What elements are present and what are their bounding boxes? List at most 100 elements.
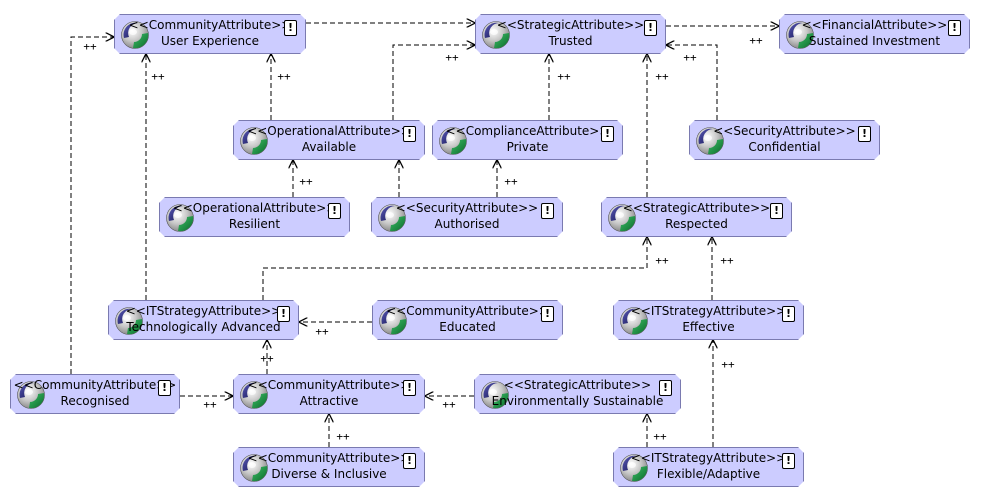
element-icon (239, 380, 269, 410)
node-stereotype: <<CommunityAttribute>> (247, 378, 411, 392)
edge-label: ++ (655, 254, 669, 267)
requirement-icon: ! (770, 203, 783, 219)
node-name: Environmentally Sustainable (491, 394, 664, 408)
requirement-icon: ! (782, 306, 795, 322)
node-name: Flexible/Adaptive (656, 467, 761, 481)
node-private[interactable]: <<ComplianceAttribute>> Private! (432, 120, 623, 160)
edge-label: ++ (653, 430, 667, 443)
node-stereotype: <<ITStrategyAttribute>> (125, 304, 282, 318)
element-icon (114, 306, 144, 336)
element-icon (378, 306, 408, 336)
node-sustained-investment[interactable]: <<FinancialAttribute>> Sustained Investme… (779, 14, 970, 54)
requirement-icon: ! (541, 203, 554, 219)
edge-label: ++ (442, 398, 456, 411)
requirement-icon: ! (948, 20, 961, 36)
node-resilient[interactable]: <<OperationalAttribute>> Resilient! (159, 197, 350, 237)
requirement-icon: ! (403, 380, 416, 396)
edge-label: ++ (203, 398, 217, 411)
node-stereotype: <<OperationalAttribute>> (247, 124, 411, 138)
node-name: Sustained Investment (808, 34, 941, 48)
node-authorised[interactable]: <<SecurityAttribute>> Authorised! (371, 197, 563, 237)
node-name: Trusted (548, 34, 593, 48)
node-effective[interactable]: <<ITStrategyAttribute>> Effective! (613, 300, 804, 340)
requirement-icon: ! (403, 453, 416, 469)
node-attractive[interactable]: <<CommunityAttribute>> Attractive! (233, 374, 425, 414)
node-trusted[interactable]: <<StrategicAttribute>> Trusted! (475, 14, 666, 54)
element-icon (438, 126, 468, 156)
element-icon (239, 453, 269, 483)
node-educated[interactable]: <<CommunityAttribute>> Educated! (372, 300, 563, 340)
node-name: Resilient (228, 217, 281, 231)
node-recognised[interactable]: <<CommunityAttribute>> Recognised! (10, 374, 180, 414)
dependency-edge-available-to-trusted[interactable] (392, 45, 475, 120)
edge-label: ++ (315, 325, 329, 338)
node-name: Confidential (748, 140, 821, 154)
node-name: Available (301, 140, 357, 154)
dependency-edge-technologically-advanced-to-respected[interactable] (262, 237, 647, 300)
requirement-icon: ! (277, 306, 290, 322)
node-stereotype: <<StrategicAttribute>> (496, 18, 645, 32)
edge-label: ++ (277, 70, 291, 83)
node-diverse-inclusive[interactable]: <<CommunityAttribute>> Diverse & Inclusiv… (233, 447, 425, 487)
node-name: Attractive (299, 394, 359, 408)
requirement-icon: ! (782, 453, 795, 469)
node-environmentally-sustainable[interactable]: <<StrategicAttribute>> Environmentally Su… (474, 374, 681, 414)
edge-label: ++ (683, 51, 697, 64)
node-name: Respected (665, 217, 728, 231)
node-name: Private (506, 140, 549, 154)
element-icon (619, 306, 649, 336)
edge-label: ++ (655, 70, 669, 83)
element-icon (16, 380, 46, 410)
element-icon (239, 126, 269, 156)
edge-label: ++ (260, 352, 274, 365)
requirement-icon: ! (541, 306, 554, 322)
node-stereotype: <<CommunityAttribute>> (13, 378, 177, 392)
node-respected[interactable]: <<StrategicAttribute>>Respected! (601, 197, 792, 237)
node-stereotype: <<FinancialAttribute>> (801, 18, 948, 32)
requirement-icon: ! (601, 126, 614, 142)
node-stereotype: <<CommunityAttribute>> (386, 304, 549, 318)
element-icon (481, 20, 511, 50)
edge-label: ++ (557, 70, 571, 83)
node-confidential[interactable]: <<SecurityAttribute>> Confidential! (689, 120, 880, 160)
node-name: Authorised (434, 217, 500, 231)
dependency-edge-recognised-to-user-experience[interactable] (70, 37, 114, 374)
node-name: Effective (682, 320, 735, 334)
edge-label: ++ (749, 34, 763, 47)
node-name: Educated (439, 320, 496, 334)
edge-label: ++ (720, 254, 734, 267)
element-icon (480, 380, 510, 410)
element-icon (165, 203, 195, 233)
dependency-edge-confidential-to-trusted[interactable] (666, 45, 718, 120)
element-icon (619, 453, 649, 483)
node-name: Recognised (60, 394, 130, 408)
element-icon (377, 203, 407, 233)
requirement-icon: ! (858, 126, 871, 142)
node-name: Diverse & Inclusive (271, 467, 387, 481)
node-stereotype: <<SecurityAttribute>> (395, 201, 539, 215)
element-icon (120, 20, 150, 50)
edge-label: ++ (83, 40, 97, 53)
requirement-icon: ! (659, 380, 672, 396)
node-name: Technologically Advanced (126, 320, 281, 334)
element-icon (785, 20, 815, 50)
requirement-icon: ! (644, 20, 657, 36)
edge-label: ++ (299, 175, 313, 188)
requirement-icon: ! (158, 380, 171, 396)
node-stereotype: <<ComplianceAttribute>> (445, 124, 610, 138)
node-user-experience[interactable]: <<CommunityAttribute>>User Experience! (114, 14, 306, 54)
node-stereotype: <<ITStrategyAttribute>> (630, 451, 787, 465)
node-stereotype: <<CommunityAttribute>> (128, 18, 292, 32)
node-stereotype: <<StrategicAttribute>> (503, 378, 652, 392)
node-flexible-adaptive[interactable]: <<ITStrategyAttribute>> Flexible/Adaptive… (613, 447, 804, 487)
node-stereotype: <<OperationalAttribute>> (172, 201, 337, 215)
node-stereotype: <<CommunityAttribute>> (247, 451, 411, 465)
node-technologically-advanced[interactable]: <<ITStrategyAttribute>> Technologically A… (108, 300, 299, 340)
requirement-icon: ! (328, 203, 341, 219)
node-stereotype: <<SecurityAttribute>> (713, 124, 856, 138)
element-icon (695, 126, 725, 156)
node-stereotype: <<ITStrategyAttribute>> (630, 304, 787, 318)
node-available[interactable]: <<OperationalAttribute>>Available! (233, 120, 425, 160)
